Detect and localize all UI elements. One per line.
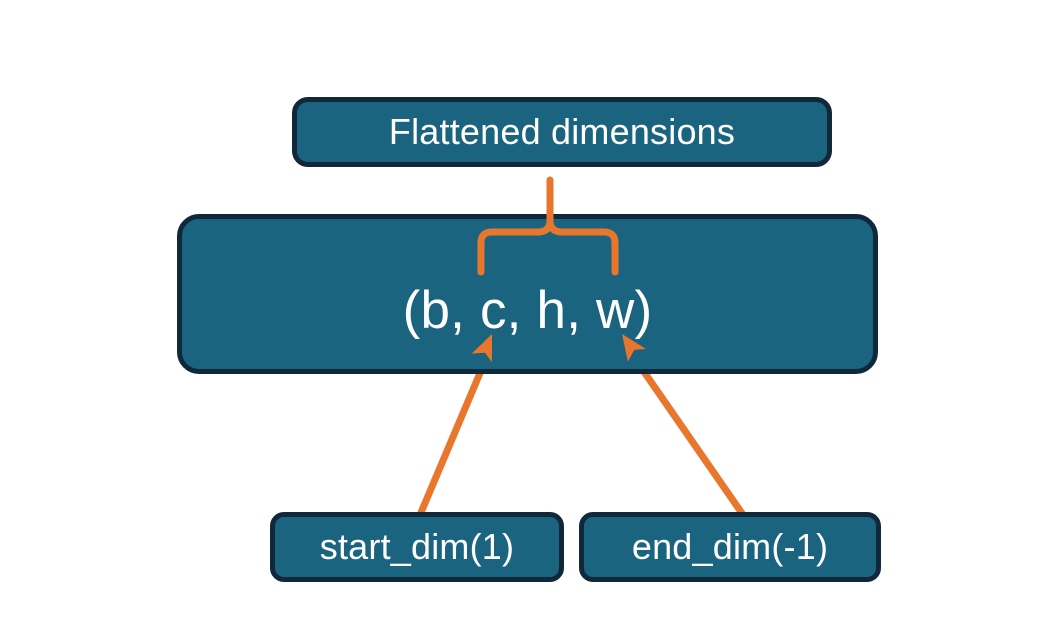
node-flattened-dimensions-label: Flattened dimensions bbox=[388, 111, 736, 152]
node-end-dim[interactable]: end_dim(-1) bbox=[579, 512, 881, 582]
node-start-dim[interactable]: start_dim(1) bbox=[270, 512, 564, 582]
node-tensor-shape-label: (b, c, h, w) bbox=[402, 280, 653, 340]
node-start-dim-label: start_dim(1) bbox=[319, 526, 515, 567]
node-flattened-dimensions[interactable]: Flattened dimensions bbox=[292, 97, 832, 167]
node-end-dim-label: end_dim(-1) bbox=[631, 526, 829, 567]
node-tensor-shape[interactable]: (b, c, h, w) bbox=[177, 214, 878, 374]
